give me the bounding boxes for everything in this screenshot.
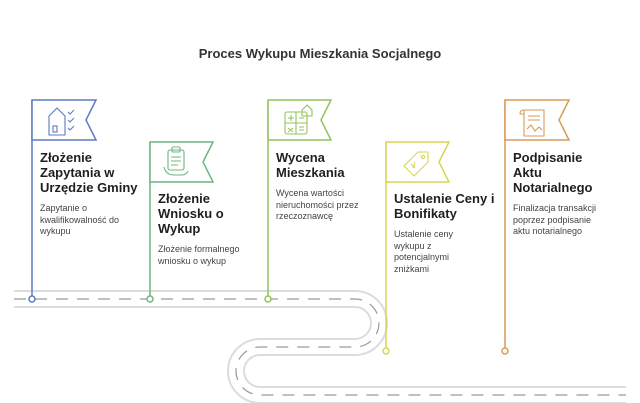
flag-step-1 [28,99,98,303]
step-5: Podpisanie Aktu Notarialnego Finalizacja… [513,150,613,238]
step-4-name: Ustalenie Ceny i Bonifikaty [394,191,495,221]
step-3: Wycena Mieszkania Wycena wartości nieruc… [276,150,381,223]
price-tag-icon [403,151,429,177]
step-3-desc: Wycena wartości nieruchomości przez rzec… [276,188,359,221]
checklist-house-icon [48,107,75,136]
step-1-name: Złożenie Zapytania w Urzędzie Gminy [40,150,138,195]
step-1-desc: Zapytanie o kwalifikowalność do wykupu [40,203,120,236]
step-2: Złożenie Wniosku o Wykup Złożenie formal… [158,191,258,267]
step-1: Złożenie Zapytania w Urzędzie Gminy Zapy… [40,150,140,238]
step-2-name: Złożenie Wniosku o Wykup [158,191,224,236]
step-4-desc: Ustalenie ceny wykupu z potencjalnymi zn… [394,229,454,274]
step-3-name: Wycena Mieszkania [276,150,345,180]
calculator-house-icon [284,104,313,135]
diagram-title: Proces Wykupu Mieszkania Socjalnego [198,46,442,61]
flag-step-4 [382,141,451,355]
step-4: Ustalenie Ceny i Bonifikaty Ustalenie ce… [394,191,506,275]
step-2-desc: Złożenie formalnego wniosku o wykup [158,244,240,266]
flag-step-5 [501,99,571,355]
clipboard-hand-icon [163,146,189,176]
step-5-name: Podpisanie Aktu Notarialnego [513,150,593,195]
flag-step-3 [264,99,333,303]
signed-scroll-icon [519,109,545,137]
step-5-desc: Finalizacja transakcji poprzez podpisani… [513,203,597,236]
